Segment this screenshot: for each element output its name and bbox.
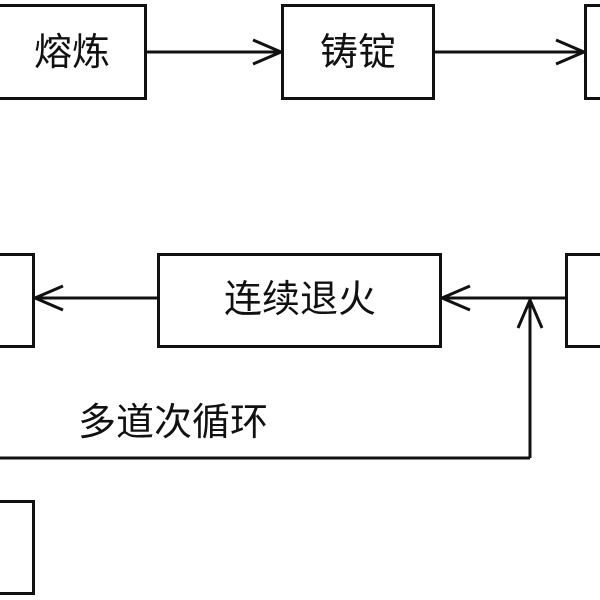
- arrow-right-box-to-annealing: [438, 284, 565, 312]
- loop-label: 多道次循环: [78, 400, 269, 444]
- bottom-step-box-partial: [0, 500, 35, 595]
- arrow-smelting-to-ingot: [147, 38, 285, 66]
- smelting-label: 熔炼: [34, 30, 111, 74]
- continuous-annealing-label: 连续退火: [224, 277, 377, 321]
- loop-back-arrow: [0, 296, 544, 460]
- continuous-annealing-box: [157, 253, 442, 348]
- right-step-box-partial: [565, 253, 600, 348]
- smelting-box: [0, 4, 147, 100]
- ingot-casting-label: 铸锭: [320, 30, 397, 74]
- arrow-ingot-to-next: [435, 38, 588, 66]
- previous-step-box-partial: [0, 253, 35, 348]
- ingot-casting-box: [281, 4, 435, 100]
- arrow-annealing-to-left-box: [31, 284, 157, 312]
- next-step-box-partial: [584, 4, 600, 100]
